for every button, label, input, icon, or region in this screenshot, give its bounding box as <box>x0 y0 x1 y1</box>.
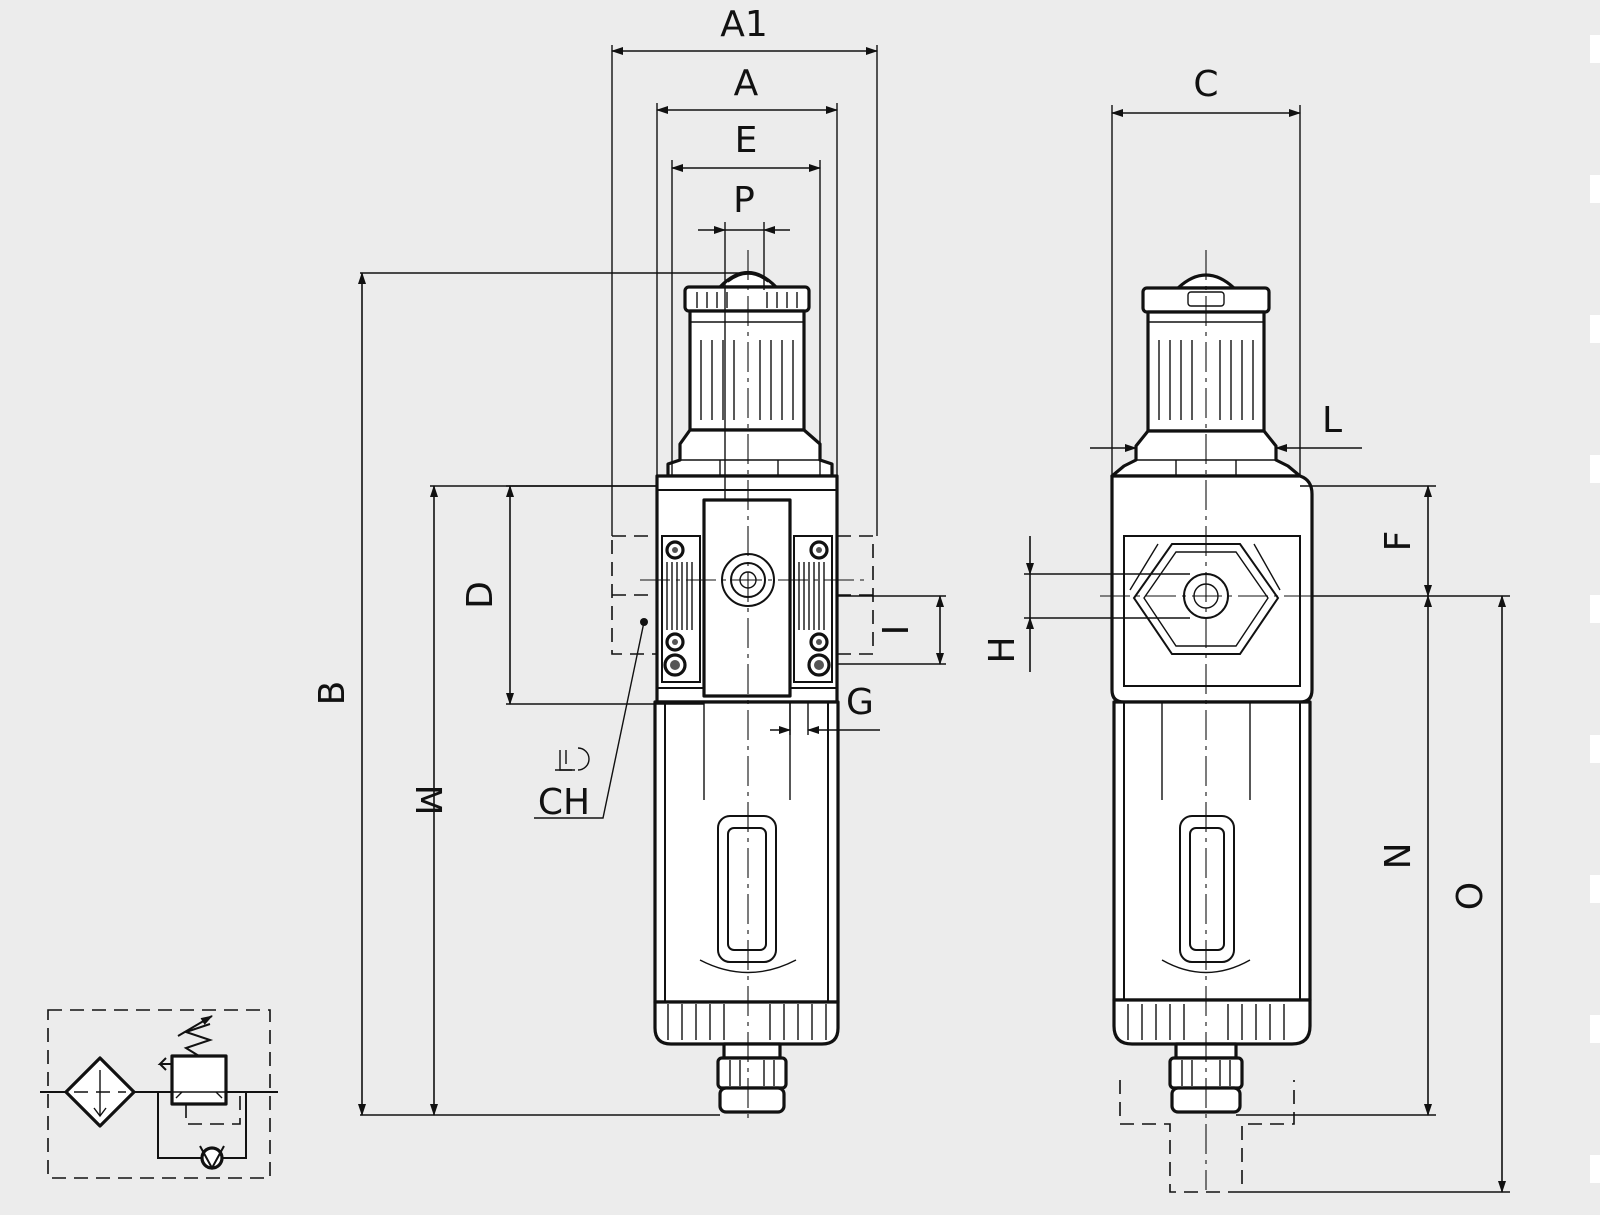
mounting-screws <box>663 540 831 677</box>
side-filter-bowl <box>1112 700 1312 1193</box>
dim-label-N: N <box>1375 843 1416 870</box>
side-dimensions: C L F N O H <box>982 64 1510 1193</box>
adjustment-knob <box>666 271 834 478</box>
side-body <box>1110 474 1314 704</box>
dim-label-A1: A1 <box>720 4 768 45</box>
dim-label-CH: CH <box>538 782 590 823</box>
page-edge-marks <box>1590 35 1600 1183</box>
side-view <box>1100 250 1320 1193</box>
regulator-body <box>611 474 874 704</box>
dim-label-L: L <box>1322 400 1342 441</box>
front-view <box>611 250 874 1120</box>
dim-label-O: O <box>1447 882 1488 910</box>
dim-label-H: H <box>982 636 1023 663</box>
dim-label-M: M <box>407 784 448 815</box>
dim-label-G: G <box>846 682 874 723</box>
filter-bowl <box>653 700 840 1114</box>
dim-label-E: E <box>735 120 758 161</box>
dim-label-D: D <box>460 581 501 609</box>
filter-regulator-schematic-symbol <box>40 1009 278 1179</box>
dim-label-C: C <box>1193 64 1218 105</box>
dim-label-P: P <box>733 180 755 221</box>
dim-label-F: F <box>1378 531 1419 552</box>
wrench-icon <box>555 747 590 771</box>
dim-label-B: B <box>312 681 353 706</box>
dim-label-I: I <box>876 625 917 636</box>
front-dimensions: A1 A E P B M D I G CH <box>312 4 946 1116</box>
dim-label-A: A <box>734 63 759 104</box>
